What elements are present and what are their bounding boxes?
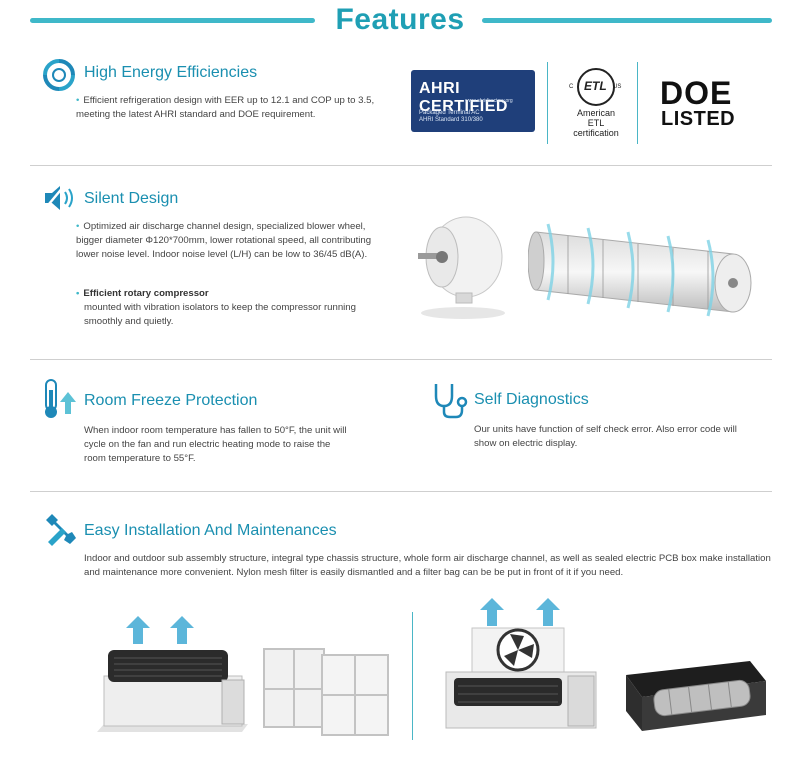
freeze-title: Room Freeze Protection xyxy=(84,392,258,409)
etl-text-line1: American xyxy=(576,108,615,118)
diagnostics-text: Our units have function of self check er… xyxy=(474,424,737,449)
airflow-arrow-icon xyxy=(170,616,194,644)
outdoor-fan-unit-image xyxy=(445,627,597,729)
etl-text-line3: certification xyxy=(573,128,619,138)
etl-logo-icon: ETL xyxy=(577,68,615,106)
compressor-text: mounted with vibration isolators to keep… xyxy=(84,302,356,327)
freeze-text: When indoor room temperature has fallen … xyxy=(84,425,347,464)
etl-c-mark: C xyxy=(569,84,574,90)
ahri-sub1-label: Packaged Terminal AC xyxy=(419,110,480,116)
airflow-arrow-icon xyxy=(480,598,504,626)
energy-text: Efficient refrigeration design with EER … xyxy=(76,94,376,122)
silent-text: Optimized air discharge channel design, … xyxy=(76,220,386,262)
install-title: Easy Installation And Maintenances xyxy=(84,522,337,539)
ahri-certified-badge: AHRI CERTIFIED www.ahridirectory.org Pac… xyxy=(411,70,535,132)
fan-motor-image xyxy=(418,216,505,319)
etl-text-line2: ETL xyxy=(587,118,605,128)
install-text: Indoor and outdoor sub assembly structur… xyxy=(84,553,771,578)
header-line-left xyxy=(30,18,315,23)
silent-title: Silent Design xyxy=(84,190,179,207)
recycle-energy-icon xyxy=(43,59,75,91)
ahri-sub2-label: AHRI Standard 310/380 xyxy=(419,117,483,123)
doe-listed-label: LISTED xyxy=(661,108,736,130)
speaker-muted-icon xyxy=(43,185,73,211)
ahri-main-label: AHRI CERTIFIED xyxy=(419,80,508,115)
etl-us-mark: US xyxy=(613,84,622,90)
blower-wheel-image xyxy=(528,223,752,317)
header-line-right xyxy=(482,18,772,23)
diagnostics-title: Self Diagnostics xyxy=(474,391,589,408)
airflow-arrow-icon xyxy=(126,616,150,644)
badge-divider-1 xyxy=(547,62,548,144)
chassis-unit-image xyxy=(97,650,248,732)
compressor-subhead: Efficient rotary compressor xyxy=(76,287,386,301)
section-divider-1 xyxy=(30,165,772,166)
etl-certification-text: American ETL certification xyxy=(566,108,626,138)
etl-logo-label: ETL xyxy=(584,79,607,93)
install-divider xyxy=(412,612,413,740)
airflow-arrow-icon xyxy=(536,598,560,626)
thermometer-icon xyxy=(45,379,76,418)
doe-label: DOE xyxy=(660,75,733,111)
section-divider-2 xyxy=(30,359,772,360)
section-divider-3 xyxy=(30,491,772,492)
stethoscope-icon xyxy=(434,384,468,419)
badge-divider-2 xyxy=(637,62,638,144)
energy-title: High Energy Efficiencies xyxy=(84,64,258,81)
nylon-filter-image xyxy=(263,648,389,736)
ahri-site-label: www.ahridirectory.org xyxy=(465,98,513,104)
page-title: Features xyxy=(335,3,465,36)
tools-icon xyxy=(46,514,76,546)
blower-housing-image xyxy=(626,661,766,731)
